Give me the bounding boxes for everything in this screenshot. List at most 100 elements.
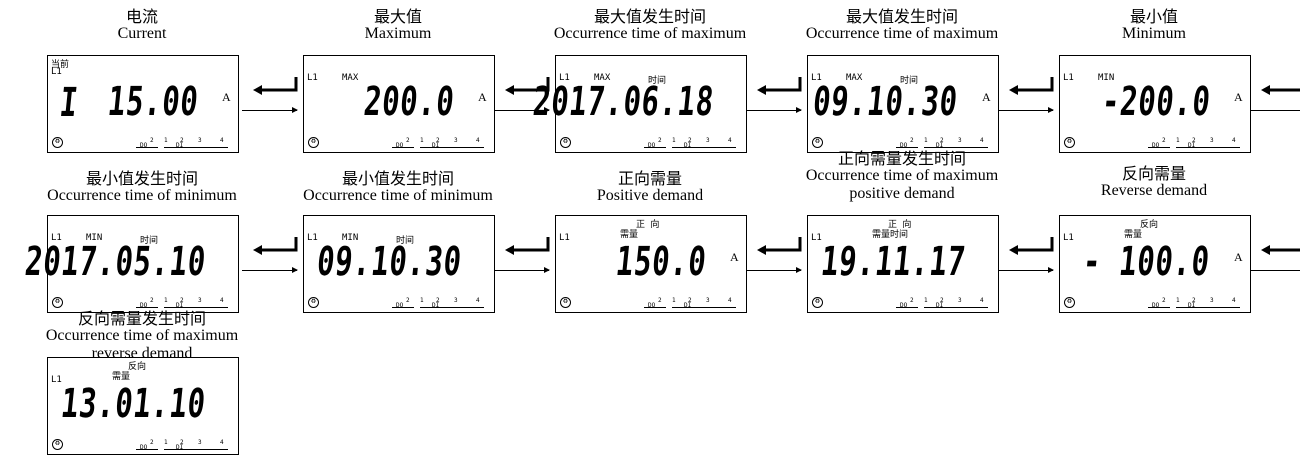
caption-zh: 反向需量 [1121, 164, 1186, 183]
caption-en: Minimum [1121, 25, 1187, 43]
io-label: DO [648, 302, 656, 309]
unit-label: A [730, 250, 739, 264]
caption-en: Reverse demand [1100, 182, 1208, 200]
eco-icon: ♻ [308, 137, 319, 148]
io-line [924, 147, 984, 148]
main-reading: 13.01.10 [59, 381, 209, 427]
caption-zh: 反向需量发生时间 [77, 309, 206, 328]
next-arrow [242, 107, 298, 113]
io-label: 1 [164, 137, 168, 144]
main-reading: 2017.06.18 [531, 79, 717, 125]
caption-en: positive demand [849, 184, 955, 202]
return-arrow-icon [253, 77, 298, 95]
unit-label: A [1234, 90, 1243, 104]
io-label: 2 [150, 439, 154, 446]
eco-icon: ♻ [308, 297, 319, 308]
caption-zh: 最大值 [373, 7, 423, 26]
return-arrow-icon [505, 237, 550, 255]
io-line [1176, 307, 1236, 308]
caption-zh: 最大值发生时间 [845, 7, 958, 26]
caption-zh: 最小值发生时间 [341, 169, 454, 188]
io-label: 4 [980, 137, 984, 144]
io-label: DO [648, 142, 656, 149]
return-arrow-icon [1261, 245, 1300, 255]
eco-icon: ♻ [812, 137, 823, 148]
next-arrow [494, 267, 550, 273]
io-label: DI [936, 142, 944, 149]
caption-en: Occurrence time of maximum [805, 167, 999, 185]
io-line [896, 307, 918, 308]
caption-en: Current [117, 25, 167, 43]
io-label: DO [140, 142, 148, 149]
io-label: DO [140, 302, 148, 309]
indicator-tag: 需量 [1124, 230, 1143, 240]
phase-label: L1 [51, 67, 62, 77]
eco-icon: ♻ [1064, 297, 1075, 308]
caption-en: Occurrence time of maximum [805, 25, 999, 43]
main-reading: 150.0 [613, 239, 709, 285]
io-label: 2 [1192, 297, 1196, 304]
io-label: 3 [198, 137, 202, 144]
io-label: DI [176, 302, 184, 309]
io-label: 1 [164, 439, 168, 446]
eco-icon: ♻ [1064, 137, 1075, 148]
io-label: 2 [1192, 137, 1196, 144]
io-line [392, 307, 414, 308]
indicator-tag: MAX [342, 73, 359, 83]
indicator-tag: MIN [86, 233, 103, 243]
io-line [644, 307, 666, 308]
main-reading: 09.10.30 [811, 79, 961, 125]
indicator-tag: MIN [342, 233, 359, 243]
io-line [1210, 147, 1240, 148]
io-label: 4 [220, 297, 224, 304]
io-label: 1 [420, 297, 424, 304]
io-line [958, 307, 988, 308]
io-label: 1 [164, 297, 168, 304]
return-arrow-icon [253, 237, 298, 255]
return-arrow-icon [1261, 85, 1300, 95]
io-label: 3 [1210, 137, 1214, 144]
io-label: 2 [910, 297, 914, 304]
caption-zh: 电流 [125, 7, 158, 26]
io-line [924, 307, 984, 308]
indicator-tag: 需量 [112, 372, 131, 382]
unit-label: A [478, 90, 487, 104]
io-line [454, 307, 484, 308]
main-reading: 09.10.30 [315, 239, 465, 285]
io-label: 2 [658, 137, 662, 144]
io-label: DI [176, 142, 184, 149]
indicator-tag: 时间 [900, 76, 919, 86]
phase-label: L1 [811, 233, 822, 243]
caption-en: Occurrence time of maximum [45, 327, 239, 345]
io-label: 4 [1232, 297, 1236, 304]
indicator-tag: 需量时间 [872, 230, 909, 240]
io-label: 2 [180, 439, 184, 446]
io-line [896, 147, 918, 148]
io-label: 1 [924, 137, 928, 144]
io-label: DO [396, 302, 404, 309]
io-label: DO [140, 444, 148, 451]
indicator-tag: MAX [846, 73, 863, 83]
return-arrow-icon [1009, 77, 1054, 95]
phase-label: L1 [307, 73, 318, 83]
io-label: 3 [198, 297, 202, 304]
io-label: 2 [940, 137, 944, 144]
io-line [198, 307, 228, 308]
io-label: 4 [476, 137, 480, 144]
eco-icon: ♻ [560, 297, 571, 308]
io-line [420, 147, 480, 148]
io-line [706, 147, 736, 148]
io-label: 3 [454, 297, 458, 304]
phase-label: L1 [559, 73, 570, 83]
io-line [392, 147, 414, 148]
